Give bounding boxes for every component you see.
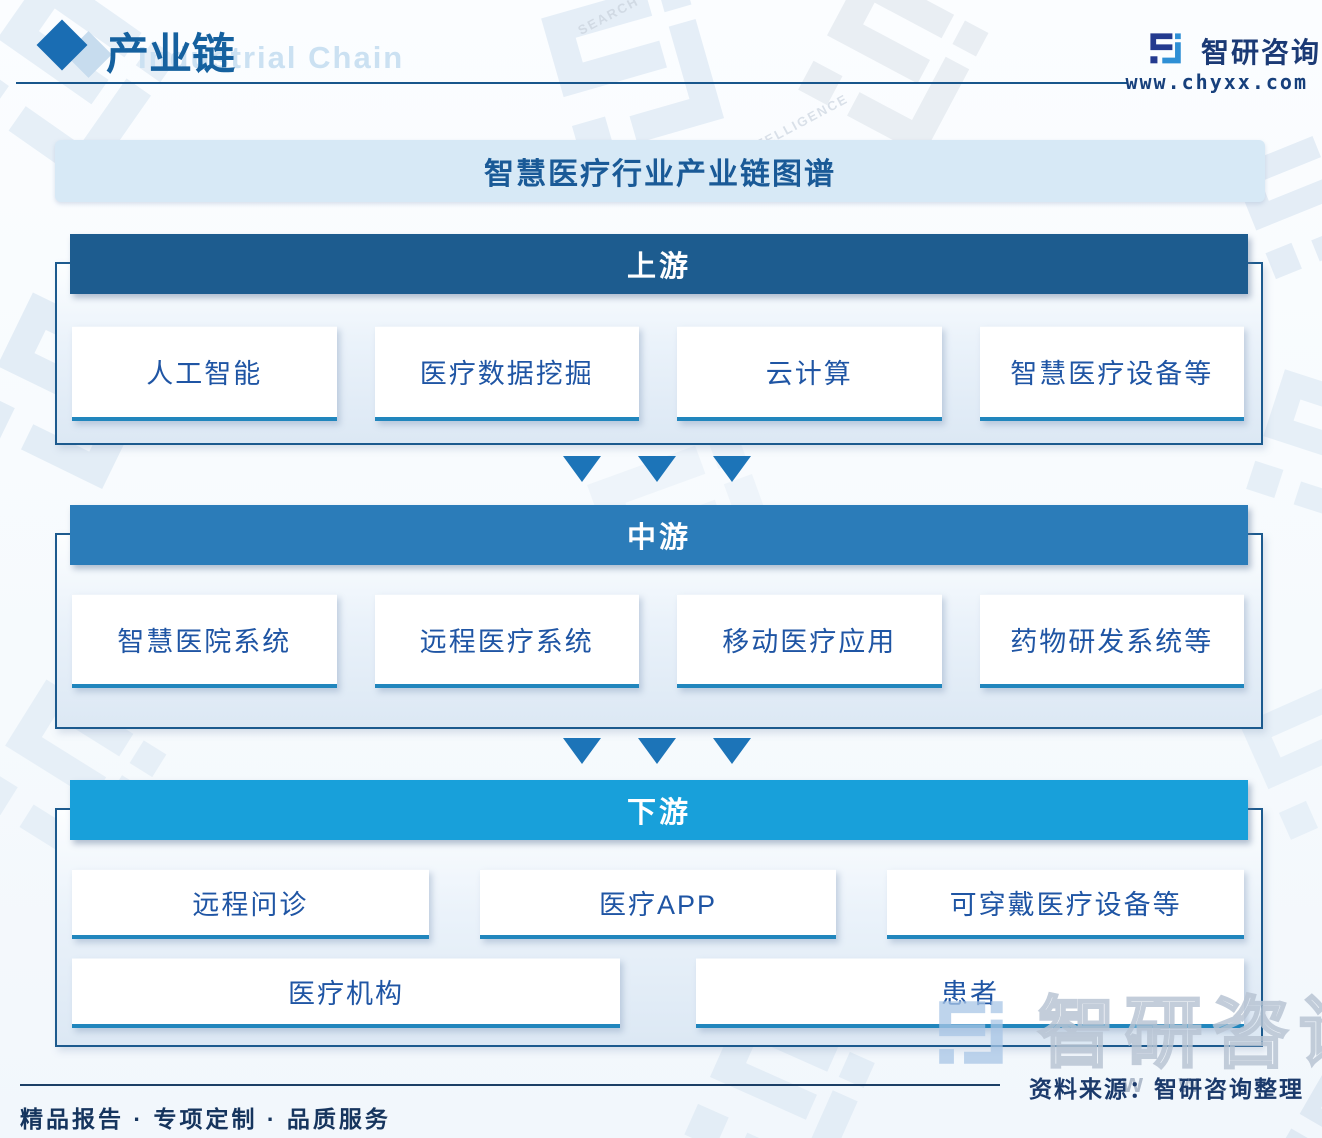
node-label: 医疗数据挖掘 <box>419 359 594 389</box>
services-note: 精品报告 · 专项定制 · 品质服务 <box>20 1106 391 1132</box>
upstream-header: 上游 <box>70 234 1248 294</box>
header-ghost-subtitle: Industrial Chain <box>138 40 405 75</box>
midstream-node: 远程医疗系统 <box>374 594 639 688</box>
node-label: 远程问诊 <box>192 889 309 920</box>
upstream-node: 医疗数据挖掘 <box>374 326 639 421</box>
arrow-down-icon <box>713 738 751 764</box>
downstream-header: 下游 <box>70 780 1248 840</box>
downstream-section: 下游 远程问诊 医疗APP 可穿戴医疗设备等 医疗机构 患者 <box>55 780 1263 1047</box>
node-label: 药物研发系统等 <box>1010 626 1214 657</box>
downstream-header-label: 下游 <box>626 797 691 829</box>
watermark-site-fragment: w w <box>1122 1068 1214 1098</box>
node-label: 移动医疗应用 <box>722 626 897 657</box>
upstream-header-label: 上游 <box>626 251 691 283</box>
arrow-down-icon <box>563 738 601 764</box>
upstream-section: 上游 人工智能 医疗数据挖掘 云计算 智慧医疗设备等 <box>55 234 1263 445</box>
node-label: 智慧医院系统 <box>117 626 292 657</box>
node-label: 医疗APP <box>598 889 718 920</box>
midstream-header: 中游 <box>70 505 1248 565</box>
midstream-node: 智慧医院系统 <box>72 594 337 688</box>
downstream-node: 医疗机构 <box>72 958 620 1028</box>
watermark-logo-icon <box>930 992 1022 1084</box>
diagram-title-bar: 智慧医疗行业产业链图谱 <box>55 140 1265 202</box>
brand-name: 智研咨询 <box>1201 37 1322 68</box>
node-label: 智慧医疗设备等 <box>1010 359 1214 389</box>
node-label: 可穿戴医疗设备等 <box>949 889 1182 920</box>
upstream-node: 人工智能 <box>72 326 337 421</box>
brand-site: www.chyxx.com <box>1125 70 1308 94</box>
source-note: 资料来源：智研咨询整理 <box>1029 1076 1304 1102</box>
watermark-brand-text: 智研咨询 <box>1037 991 1322 1078</box>
flow-arrows <box>563 738 751 764</box>
node-label: 医疗机构 <box>288 978 404 1009</box>
arrow-down-icon <box>638 456 676 482</box>
footer-divider <box>20 1084 1000 1086</box>
midstream-header-label: 中游 <box>626 522 691 554</box>
page-header: Industrial Chain 产业链 智研咨询 www.chyxx.com <box>0 0 1322 132</box>
arrow-down-icon <box>563 456 601 482</box>
downstream-node: 可穿戴医疗设备等 <box>887 869 1245 939</box>
watermark-brand-large: 智研咨询 <box>930 991 1322 1084</box>
flow-arrows <box>563 456 751 482</box>
arrow-down-icon <box>713 456 751 482</box>
midstream-node: 药物研发系统等 <box>979 594 1244 688</box>
brand-logo-icon <box>1146 29 1190 73</box>
upstream-node: 云计算 <box>677 326 942 421</box>
upstream-node: 智慧医疗设备等 <box>979 326 1244 421</box>
node-label: 云计算 <box>765 359 853 389</box>
downstream-node: 患者 <box>696 958 1244 1028</box>
arrow-down-icon <box>638 738 676 764</box>
downstream-node: 远程问诊 <box>72 869 429 939</box>
header-divider <box>16 82 1128 84</box>
midstream-section: 中游 智慧医院系统 远程医疗系统 移动医疗应用 药物研发系统等 <box>55 505 1263 729</box>
node-label: 远程医疗系统 <box>419 626 594 657</box>
midstream-node: 移动医疗应用 <box>677 594 942 688</box>
diagram-title: 智慧医疗行业产业链图谱 <box>484 158 836 191</box>
page-title: 产业链 <box>106 31 235 79</box>
node-label: 人工智能 <box>146 359 263 389</box>
downstream-node: 医疗APP <box>479 869 837 939</box>
